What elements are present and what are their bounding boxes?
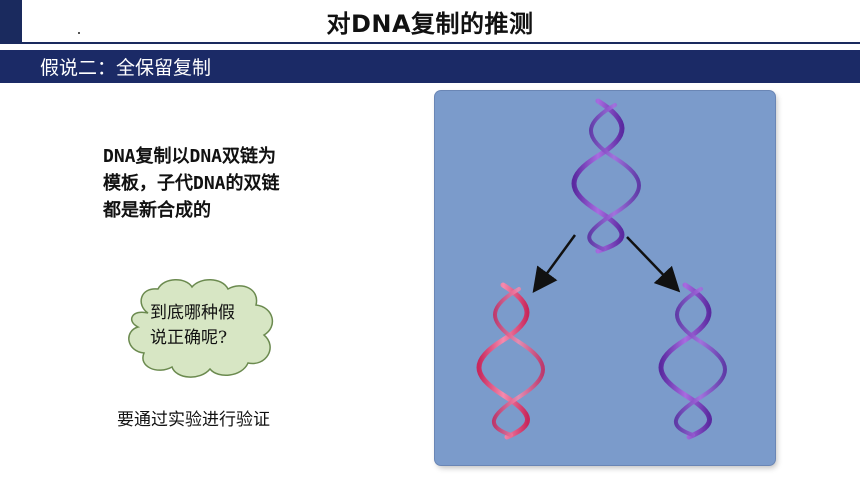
arrow-left <box>532 234 577 294</box>
arrow-right <box>626 236 681 293</box>
slide-title: 对DNA复制的推测 <box>326 10 534 38</box>
decorative-dot <box>78 32 80 34</box>
corner-accent <box>0 0 22 44</box>
replication-diagram <box>476 98 727 440</box>
title-divider <box>22 42 860 44</box>
thought-cloud <box>128 279 274 378</box>
section-heading: 假说二：全保留复制 <box>40 57 212 79</box>
parent-helix <box>571 98 641 254</box>
section-bar <box>0 50 860 83</box>
verification-note: 要通过实验进行验证 <box>117 410 270 430</box>
child-helix-parental <box>658 282 727 440</box>
cloud-question: 到底哪种假 说正确呢? <box>150 303 235 348</box>
hypothesis-description: DNA复制以DNA双链为 模板，子代DNA的双链 都是新合成的 <box>103 146 280 221</box>
child-helix-new <box>476 282 545 440</box>
illustration-panel <box>435 91 775 465</box>
